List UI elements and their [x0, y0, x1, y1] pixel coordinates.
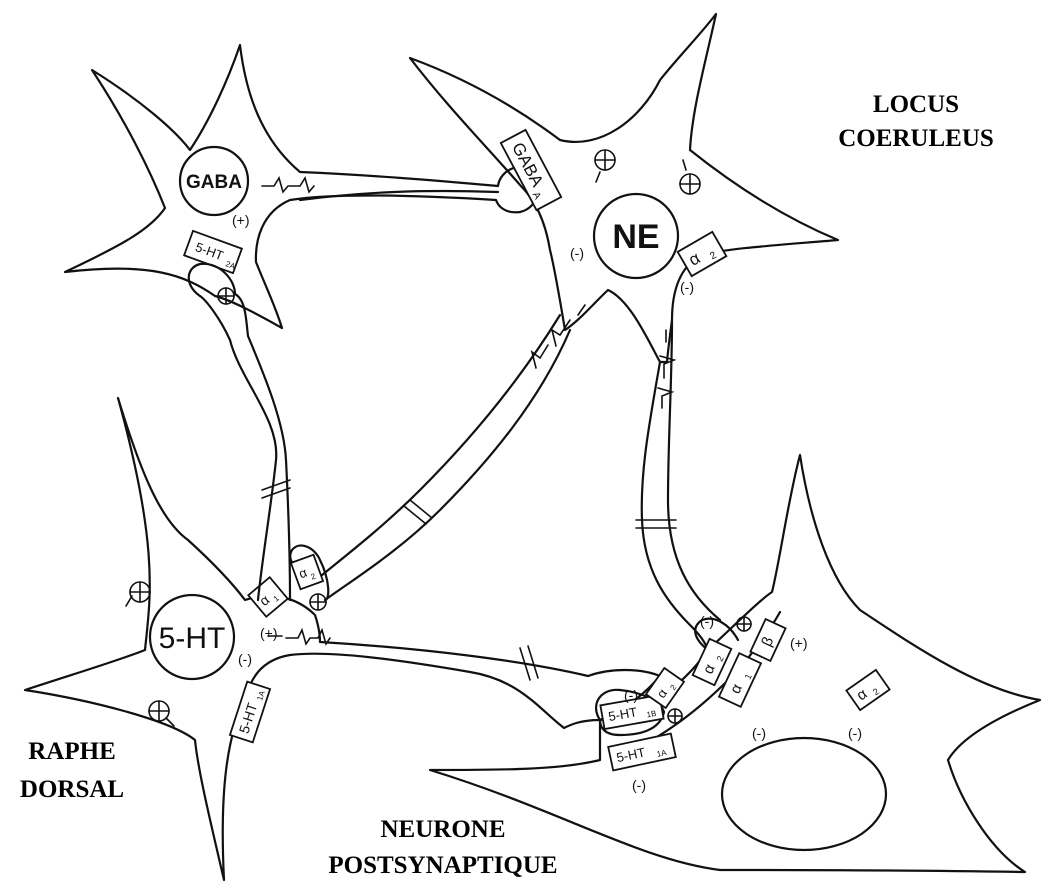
post-input-1: [667, 708, 683, 724]
ne-post-axon-break: [635, 519, 677, 529]
region-locus-line2: COERULEUS: [838, 125, 994, 152]
svg-text:1A: 1A: [255, 689, 267, 702]
ne-excitatory-input-2: [679, 159, 701, 195]
alpha1-post-receptor: α 1: [717, 651, 763, 709]
gaba-soma-label: GABA: [186, 172, 242, 193]
svg-text:2: 2: [310, 571, 318, 581]
svg-text:A: A: [530, 190, 543, 201]
alpha1-sign: (-): [752, 725, 766, 741]
ne-raphe-axon-break: [403, 499, 433, 525]
svg-text:1B: 1B: [646, 709, 657, 720]
alpha2-post-sign: (-): [848, 725, 862, 741]
alpha2-post-a-receptor: α 2: [644, 666, 686, 710]
svg-text:5-HT: 5-HT: [615, 745, 646, 766]
ne-to-raphe-axon: [314, 313, 572, 602]
gaba-nucleus: [178, 145, 250, 217]
ht-nucleus: [148, 593, 236, 681]
beta-sign: (+): [790, 635, 808, 651]
svg-text:2A: 2A: [224, 259, 237, 271]
ne-excitatory-input-1: [594, 149, 616, 183]
postsynaptic-body: [428, 453, 1042, 874]
ne-neuron: NE GABA A (-) α 2 (-): [408, 12, 840, 364]
svg-text:2: 2: [871, 686, 881, 697]
ht-gaba-bouton: [187, 262, 237, 298]
region-raphe-line1: RAPHE: [28, 738, 116, 765]
region-post-line2: POSTSYNAPTIQUE: [328, 852, 557, 879]
gaba-neuron-body: [63, 43, 540, 330]
ht1a-raphe-receptor: 5-HT 1A: [228, 680, 272, 744]
ht1b-sign: (-): [624, 687, 638, 703]
ht-post-axon-break: [519, 645, 539, 681]
raphe-neuron: 5-HT (+) (-) α 1 5-HT 1A: [23, 396, 662, 882]
ht-sign-plus: (+): [260, 625, 278, 641]
alpha2-post-c-receptor: α 2: [845, 668, 891, 712]
ne-to-post-axon: [640, 318, 722, 652]
ne-post-spikes: [657, 329, 677, 409]
ne-nucleus: [592, 192, 680, 280]
post-input-2: [736, 616, 752, 632]
postsynaptic-nucleus: [720, 736, 888, 852]
alpha2-term-receptor: α 2: [289, 553, 325, 591]
svg-text:1A: 1A: [656, 748, 668, 759]
ne-neuron-body: [408, 12, 840, 364]
gaba-to-ne-axon: [298, 189, 500, 202]
ht-to-gaba-axon: [198, 292, 292, 602]
svg-text:1: 1: [743, 672, 754, 681]
alpha2-ne-sign: (-): [680, 279, 694, 295]
ht-spikes: [267, 627, 331, 646]
raphe-neuron-body: [23, 396, 662, 882]
region-locus-line1: LOCUS: [873, 91, 959, 118]
ht-sign-minus: (-): [238, 651, 252, 667]
gaba-sign-plus: (+): [232, 212, 250, 228]
ht1b-receptor: 5-HT 1B: [599, 693, 665, 731]
postsynaptic-neuron: 5-HT 1B α 2 α 2 α 1 β α 2 5-HT: [428, 453, 1042, 874]
ne-raphe-spikes: [530, 304, 586, 369]
ht-post-bouton: [594, 688, 666, 737]
region-raphe-line2: DORSAL: [20, 776, 124, 803]
svg-text:2: 2: [668, 683, 678, 692]
raphe-bouton-input: [309, 593, 327, 611]
raphe-excitatory-input-1: [125, 581, 151, 607]
ht-soma-label: 5-HT: [159, 622, 226, 655]
alpha1-raphe-receptor: α 1: [247, 576, 289, 618]
raphe-excitatory-input-2: [148, 700, 175, 727]
svg-text:1: 1: [272, 593, 282, 603]
alpha2-term-sign: (-): [700, 613, 714, 629]
gaba-spikes: [261, 176, 315, 194]
ne-soma-label: NE: [612, 218, 659, 256]
svg-text:5-HT: 5-HT: [607, 704, 638, 724]
gaba-neuron: GABA (+) 5-HT 2A: [63, 43, 540, 330]
gaba-a-sign-minus: (-): [570, 245, 584, 261]
beta-post-receptor: β: [749, 617, 787, 663]
svg-text:2: 2: [708, 250, 719, 263]
gaba-bouton-input: [217, 287, 235, 305]
svg-text:2: 2: [715, 654, 726, 663]
region-post-line1: NEURONE: [380, 816, 505, 843]
ht1a-post-sign: (-): [632, 777, 646, 793]
alpha2-ne-receptor: α 2: [676, 230, 728, 278]
ne-post-bouton: [694, 617, 740, 652]
alpha2-post-b-receptor: α 2: [691, 637, 733, 687]
ht1a-post-receptor: 5-HT 1A: [607, 732, 677, 772]
ht-gaba-axon-break: [261, 479, 291, 499]
